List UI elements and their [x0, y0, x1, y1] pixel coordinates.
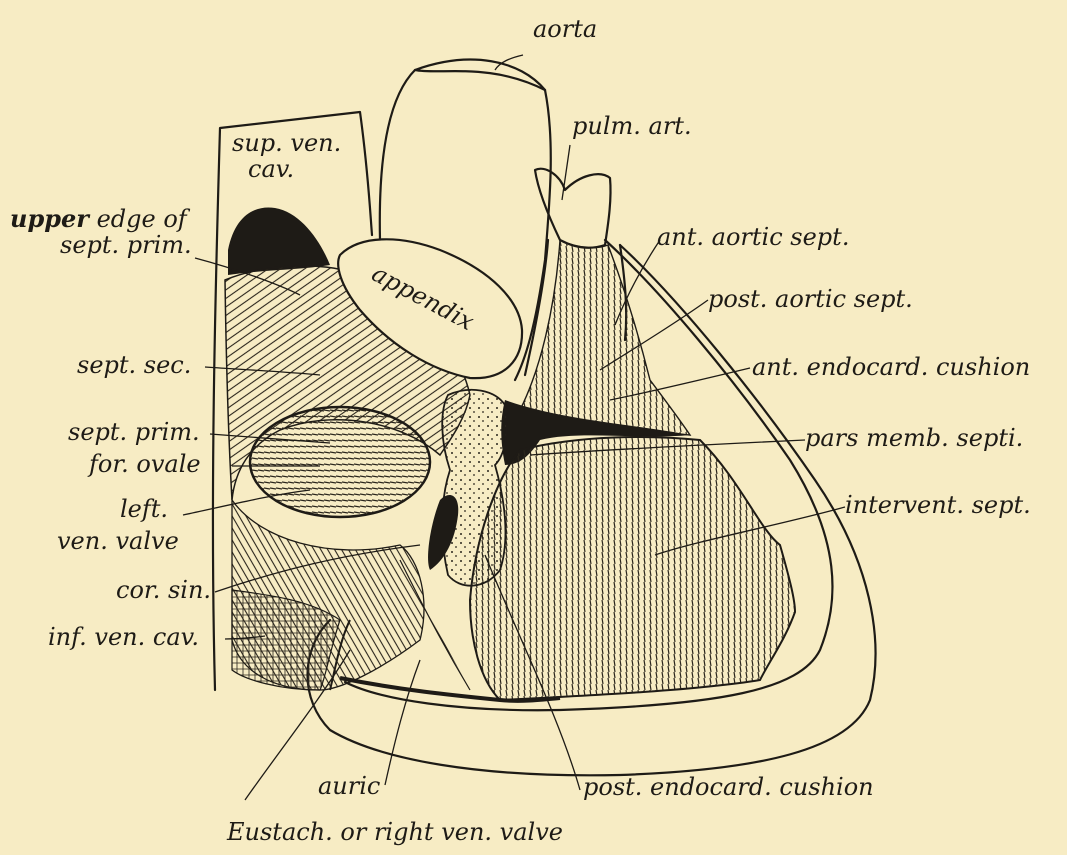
label-ant-endocard-cushion: ant. endocard. cushion [752, 354, 1030, 380]
label-cor-sin: cor. sin. [116, 577, 211, 603]
label-upper-edge-rest: edge of [97, 205, 187, 233]
label-pulm-art: pulm. art. [572, 113, 692, 139]
upper-edge-dark [228, 207, 330, 275]
label-auric: auric [318, 773, 380, 799]
leader-pulm-art [562, 145, 570, 200]
label-left-ven-valve-line2: ven. valve [57, 528, 179, 554]
label-sept-sec: sept. sec. [77, 352, 191, 378]
label-left-ven-valve-line1: left. [120, 496, 168, 522]
label-ant-aortic-sept: ant. aortic sept. [657, 224, 849, 250]
label-intervent-sept: intervent. sept. [845, 492, 1031, 518]
for-ovale-shape [250, 407, 430, 517]
label-eustach: Eustach. or right ven. valve [227, 819, 563, 845]
label-post-endocard-cushion: post. endocard. cushion [583, 774, 874, 800]
intervent-sept-area [470, 437, 795, 700]
post-endocard-cushion-shape [442, 390, 507, 586]
label-sup-ven-cav-line1: sup. ven. [232, 130, 341, 156]
label-aorta: aorta [533, 16, 597, 42]
label-post-aortic-sept: post. aortic sept. [708, 286, 913, 312]
label-inf-ven-cav: inf. ven. cav. [48, 624, 199, 650]
label-pars-memb-septi: pars memb. septi. [805, 425, 1023, 451]
label-sup-ven-cav-line2: cav. [248, 156, 294, 182]
leader-auric [385, 660, 420, 785]
label-upper-edge-bold: upper [10, 204, 89, 233]
label-upper-edge-line2: sept. prim. [60, 232, 192, 258]
label-upper-edge-line1: upper edge of [10, 206, 187, 232]
label-for-ovale: for. ovale [89, 451, 201, 477]
label-sept-prim: sept. prim. [68, 419, 200, 445]
